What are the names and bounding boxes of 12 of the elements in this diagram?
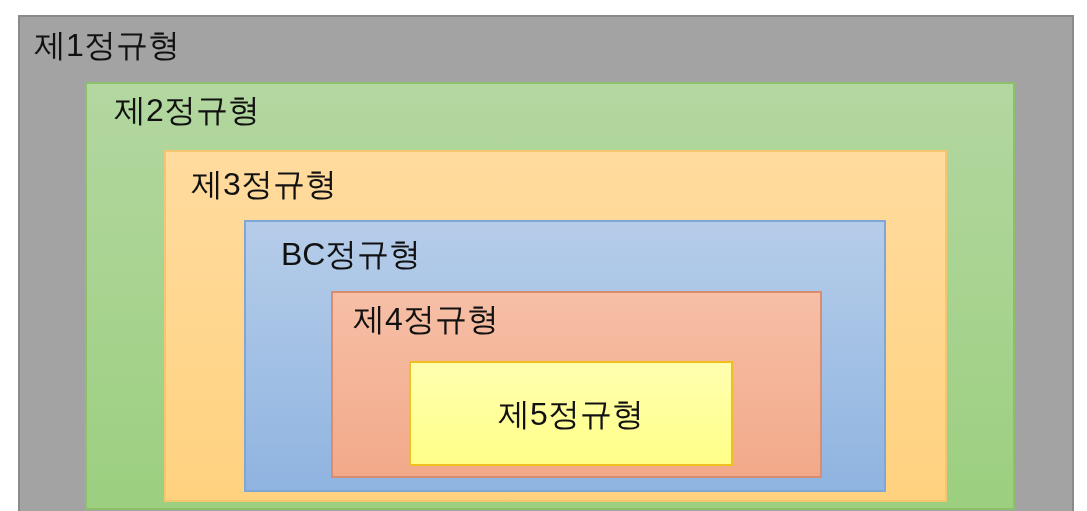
box-heading: 제4정규형 bbox=[353, 303, 499, 335]
box-heading: 제5정규형 bbox=[498, 397, 644, 430]
nested-box bbox=[18, 15, 1074, 511]
box-heading: BC정규형 bbox=[281, 238, 422, 270]
box-heading: 제2정규형 bbox=[114, 94, 260, 126]
nested-box bbox=[244, 220, 886, 492]
nested-box bbox=[331, 291, 822, 478]
nested-box bbox=[409, 361, 733, 466]
box-heading: 제1정규형 bbox=[34, 29, 180, 61]
box-heading: 제3정규형 bbox=[191, 168, 337, 200]
nested-box bbox=[85, 82, 1015, 510]
nested-box bbox=[164, 150, 947, 502]
